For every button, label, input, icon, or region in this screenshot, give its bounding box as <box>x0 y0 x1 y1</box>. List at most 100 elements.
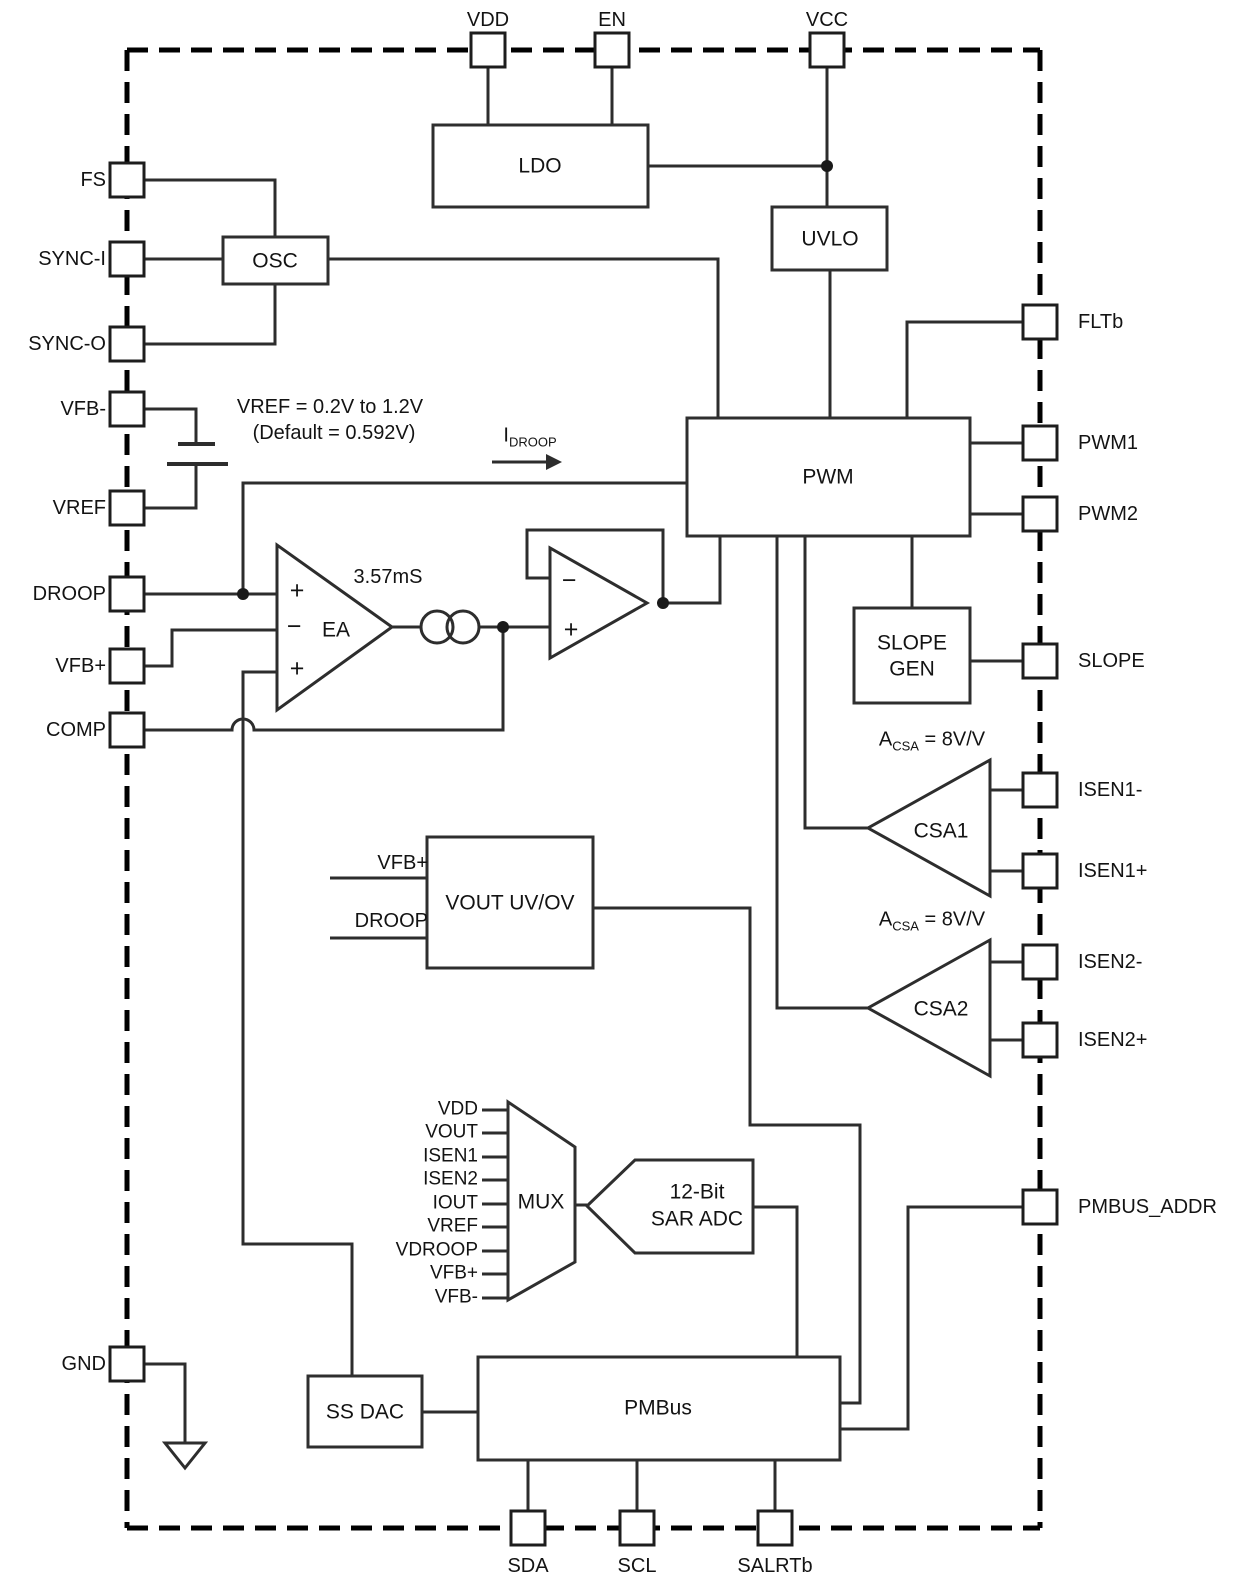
pin-comp <box>108 711 146 749</box>
pin-label-scl: SCL <box>617 1555 657 1577</box>
uvlo-label: UVLO <box>801 227 859 251</box>
pin-label-salrtb: SALRTb <box>737 1555 813 1577</box>
pin-vfb-minus <box>108 390 146 428</box>
csa2-gain-annotation: ACSA = 8V/V <box>879 908 985 933</box>
idroop-symbol: I <box>503 424 509 447</box>
ea-minus-symbol: − <box>286 612 302 641</box>
pin-vdd <box>469 31 507 69</box>
csa1-amplifier-triangle <box>864 757 992 899</box>
ea-label: EA <box>321 618 351 642</box>
pin-label-sda: SDA <box>507 1555 549 1577</box>
mux-input-label-vfbp: VFB+ <box>429 1262 478 1284</box>
osc-label: OSC <box>252 249 298 273</box>
mux-input-label-vref: VREF <box>427 1215 478 1237</box>
pin-droop <box>108 575 146 613</box>
pin-pwm2 <box>1021 495 1059 533</box>
slope-gen-label-line2: GEN <box>889 657 935 681</box>
vout-uvov-block <box>425 835 595 970</box>
pin-isen2-minus <box>1021 943 1059 981</box>
idroop-arrowhead <box>546 454 562 470</box>
mux-input-label-vfbn: VFB- <box>434 1286 478 1308</box>
ea-plus-top-symbol: + <box>289 576 305 605</box>
pin-fltb <box>1021 303 1059 341</box>
pin-sync-i <box>108 240 146 278</box>
pin-label-gnd: GND <box>61 1353 106 1375</box>
slope-gen-label-line1: SLOPE <box>876 631 948 655</box>
pin-label-vref: VREF <box>52 497 106 519</box>
csa1-gain-annotation: ACSA = 8V/V <box>879 728 985 753</box>
wire-gnd <box>144 1362 187 1443</box>
csa-gain-subscript: CSA <box>892 738 919 754</box>
pmbus-label: PMBus <box>624 1396 692 1420</box>
csa2-amplifier-triangle <box>864 937 992 1079</box>
pin-label-vfb-minus: VFB- <box>60 398 106 420</box>
pin-label-isen2-minus: ISEN2- <box>1078 951 1143 973</box>
ss-dac-label: SS DAC <box>325 1400 405 1424</box>
wire-buffer-feedback <box>525 528 665 603</box>
pmbus-block <box>476 1355 842 1462</box>
buffer-minus-symbol: − <box>561 566 577 595</box>
wire-csa1-pwm <box>803 536 868 830</box>
wire-buffer-pwm <box>663 536 722 605</box>
wire-mux-inputs <box>482 1108 508 1300</box>
pin-sync-o <box>108 325 146 363</box>
ldo-label: LDO <box>518 154 562 178</box>
wire-vfbn-cap <box>144 407 198 444</box>
pin-label-sync-i: SYNC-I <box>38 248 106 270</box>
pin-isen1-minus <box>1021 771 1059 809</box>
wire-adc-pmbus <box>753 1205 799 1357</box>
pin-label-fltb: FLTb <box>1078 311 1124 333</box>
pin-salrtb <box>756 1509 794 1547</box>
wire-pmbusaddr <box>840 1205 1023 1431</box>
sar-adc-block <box>584 1158 755 1255</box>
pin-vcc <box>808 31 846 69</box>
mux-input-label-vdd: VDD <box>437 1098 478 1120</box>
pin-scl <box>618 1509 656 1547</box>
pin-label-isen1-plus: ISEN1+ <box>1078 860 1148 882</box>
wire-idroop-pwm <box>241 481 687 594</box>
pin-label-vfb-plus: VFB+ <box>55 655 106 677</box>
pin-label-sync-o: SYNC-O <box>28 333 106 355</box>
csa-gain-symbol: A <box>878 908 893 931</box>
mux-label: MUX <box>517 1190 565 1214</box>
uvov-input-label-vfbp: VFB+ <box>377 852 428 874</box>
current-source-circle-right <box>445 609 481 645</box>
wires <box>144 67 1023 1511</box>
mux-input-label-isen1: ISEN1 <box>423 1145 478 1167</box>
mux-block <box>506 1099 577 1303</box>
ss-dac-block <box>306 1374 424 1449</box>
uvlo-block <box>770 205 889 272</box>
wire-comp <box>144 627 505 732</box>
pin-label-vcc: VCC <box>805 9 849 31</box>
pin-pmbus-addr <box>1021 1188 1059 1226</box>
mux-input-label-iout: IOUT <box>432 1192 478 1214</box>
pin-fs <box>108 161 146 199</box>
wire-osc-pwm <box>328 257 720 418</box>
junction-dot <box>821 160 833 172</box>
vref-default-annotation: (Default = 0.592V) <box>252 422 416 444</box>
mux-input-label-vdroop: VDROOP <box>395 1239 478 1261</box>
buffer-amplifier-triangle <box>548 545 651 661</box>
pin-label-pwm1: PWM1 <box>1078 432 1138 454</box>
pin-slope <box>1021 642 1059 680</box>
vref-range-annotation: VREF = 0.2V to 1.2V <box>236 396 424 418</box>
ea-gm-annotation: 3.57mS <box>353 566 423 588</box>
wire-cap-vref <box>144 464 198 510</box>
pin-label-pwm2: PWM2 <box>1078 503 1138 525</box>
junction-dot <box>237 588 249 600</box>
ea-plus-bottom-symbol: + <box>289 654 305 683</box>
csa-gain-subscript: CSA <box>892 918 919 934</box>
pin-label-slope: SLOPE <box>1078 650 1145 672</box>
csa1-label: CSA1 <box>913 819 969 843</box>
buffer-plus-symbol: + <box>563 615 579 644</box>
ea-amplifier-triangle <box>275 542 395 713</box>
idroop-subscript: DROOP <box>508 434 557 450</box>
current-source-circle-left <box>419 609 455 645</box>
pin-label-fs: FS <box>80 169 106 191</box>
pin-label-isen2-plus: ISEN2+ <box>1078 1029 1148 1051</box>
pin-vfb-plus <box>108 647 146 685</box>
mux-input-label-isen2: ISEN2 <box>423 1168 478 1190</box>
pin-gnd <box>108 1345 146 1383</box>
